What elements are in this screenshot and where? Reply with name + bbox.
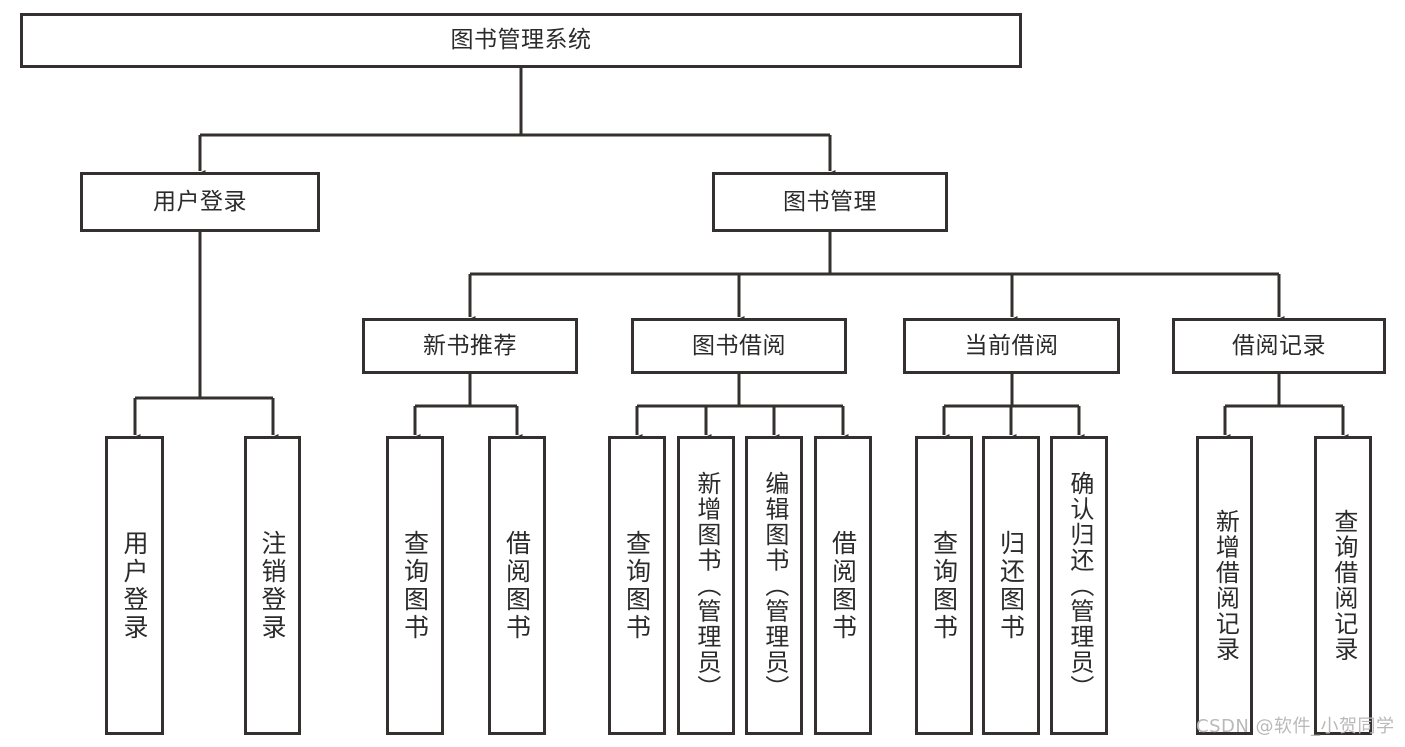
node-leaf-borrow-book-rec[interactable]: 借阅图书: [488, 436, 546, 735]
node-new-book-rec[interactable]: 新书推荐: [362, 318, 578, 374]
node-label-user-login: 用户登录: [153, 188, 247, 215]
node-leaf-return-book[interactable]: 归还图书: [982, 436, 1040, 735]
node-leaf-query-book-borrow[interactable]: 查询图书: [608, 436, 666, 735]
node-current-borrow[interactable]: 当前借阅: [903, 318, 1120, 374]
node-label-leaf-edit-book: 编辑图书（管理员）: [760, 470, 789, 701]
node-leaf-user-login[interactable]: 用户登录: [105, 436, 164, 735]
node-user-login[interactable]: 用户登录: [80, 172, 320, 232]
node-label-book-borrow: 图书借阅: [692, 332, 786, 359]
node-label-leaf-confirm-return: 确认归还（管理员）: [1065, 470, 1094, 701]
node-label-leaf-user-logout: 注销登录: [258, 529, 287, 642]
node-leaf-add-book[interactable]: 新增图书（管理员）: [677, 436, 735, 735]
node-label-book-manage: 图书管理: [783, 188, 877, 215]
node-leaf-query-book-rec[interactable]: 查询图书: [386, 436, 444, 735]
node-leaf-confirm-return[interactable]: 确认归还（管理员）: [1050, 436, 1108, 735]
node-label-leaf-return-book: 归还图书: [996, 529, 1026, 642]
node-label-new-book-rec: 新书推荐: [423, 332, 517, 359]
node-book-borrow[interactable]: 图书借阅: [631, 318, 847, 374]
node-leaf-add-record[interactable]: 新增借阅记录: [1196, 436, 1253, 735]
node-label-root: 图书管理系统: [450, 27, 592, 54]
node-leaf-edit-book[interactable]: 编辑图书（管理员）: [745, 436, 803, 735]
node-label-leaf-borrow-book: 借阅图书: [828, 529, 858, 642]
node-label-current-borrow: 当前借阅: [964, 332, 1059, 359]
node-label-leaf-query-book-cur: 查询图书: [929, 529, 959, 642]
node-label-leaf-query-book-rec: 查询图书: [400, 529, 430, 642]
node-label-leaf-query-record: 查询借阅记录: [1329, 509, 1358, 662]
node-leaf-user-logout[interactable]: 注销登录: [244, 436, 301, 735]
node-leaf-query-record[interactable]: 查询借阅记录: [1314, 436, 1372, 735]
node-book-manage[interactable]: 图书管理: [712, 172, 948, 232]
node-label-leaf-add-book: 新增图书（管理员）: [692, 470, 721, 701]
node-leaf-borrow-book[interactable]: 借阅图书: [814, 436, 872, 735]
node-borrow-record[interactable]: 借阅记录: [1172, 318, 1386, 374]
connector-group: [129, 68, 1349, 444]
node-label-leaf-query-book-borrow: 查询图书: [622, 529, 652, 642]
node-label-borrow-record: 借阅记录: [1232, 332, 1326, 359]
node-leaf-query-book-cur[interactable]: 查询图书: [915, 436, 973, 735]
node-label-leaf-borrow-book-rec: 借阅图书: [502, 529, 532, 642]
node-label-leaf-user-login: 用户登录: [120, 529, 149, 642]
node-label-leaf-add-record: 新增借阅记录: [1211, 509, 1240, 662]
node-root[interactable]: 图书管理系统: [20, 13, 1022, 68]
